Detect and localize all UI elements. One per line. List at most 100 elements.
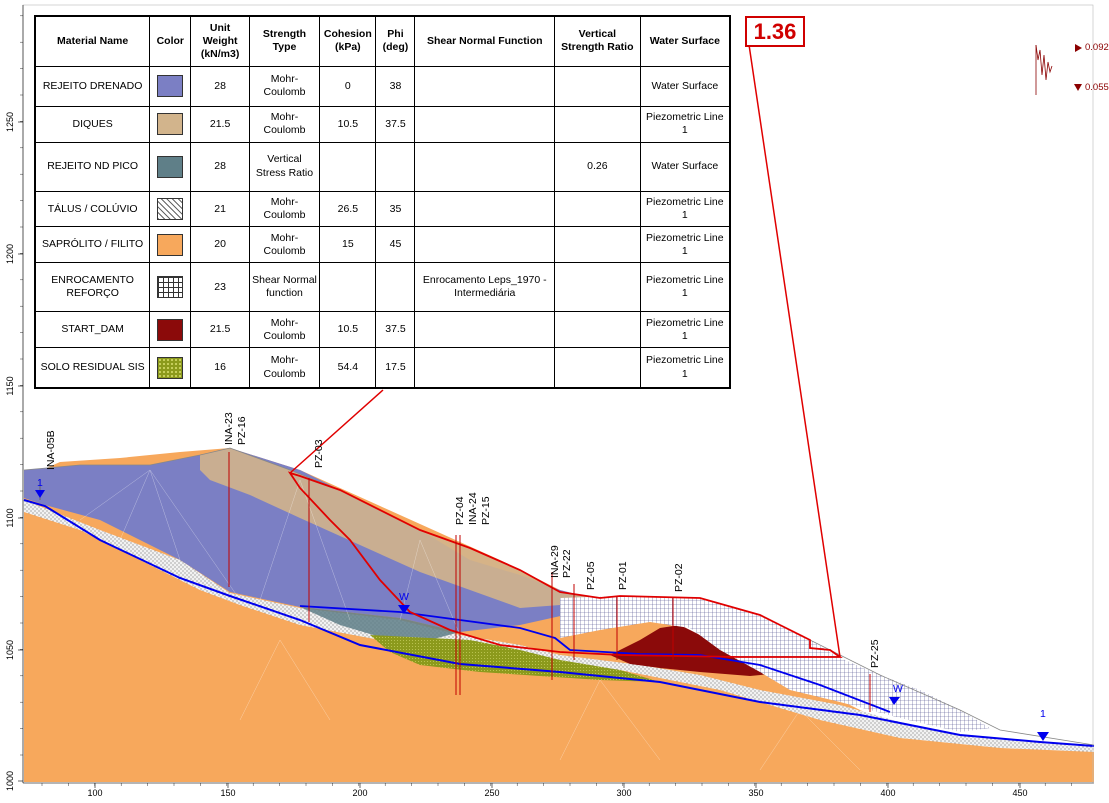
cell-phi bbox=[375, 262, 416, 313]
cell-name: DIQUES bbox=[34, 105, 151, 143]
cell-name: START_DAM bbox=[34, 311, 151, 349]
cell-unit-weight: 16 bbox=[190, 347, 250, 389]
cell-unit-weight: 20 bbox=[190, 226, 250, 264]
cell-shear-fn bbox=[414, 226, 556, 264]
materials-table: Material Name Color Unit Weight (kN/m3) … bbox=[34, 15, 731, 389]
cell-name: REJEITO DRENADO bbox=[34, 65, 151, 107]
cell-name: ENROCAMENTO REFORÇO bbox=[34, 262, 151, 313]
instrument-label: PZ-15 bbox=[480, 496, 492, 525]
header-cell: Vertical Strength Ratio bbox=[554, 15, 641, 67]
y-tick-label: 1150 bbox=[5, 376, 15, 395]
instrument-label: PZ-22 bbox=[561, 549, 573, 578]
header-cell: Water Surface bbox=[639, 15, 731, 67]
cell-name: TÁLUS / COLÚVIO bbox=[34, 190, 151, 228]
material-color-swatch bbox=[157, 75, 184, 98]
cell-color bbox=[149, 311, 192, 349]
instrument-label: INA-29 bbox=[549, 545, 561, 578]
cell-name: REJEITO ND PICO bbox=[34, 141, 151, 192]
x-tick-label: 350 bbox=[748, 788, 763, 798]
cell-phi: 37.5 bbox=[375, 311, 416, 349]
header-cell: Phi (deg) bbox=[375, 15, 416, 67]
cell-vsr: 0.26 bbox=[554, 141, 641, 192]
cell-vsr bbox=[554, 262, 641, 313]
cell-strength-type: Mohr-Coulomb bbox=[248, 311, 321, 349]
cell-cohesion: 10.5 bbox=[319, 311, 377, 349]
instrument-label: PZ-05 bbox=[585, 561, 597, 590]
fan-lines bbox=[79, 469, 861, 771]
x-tick-label: 250 bbox=[484, 788, 499, 798]
svg-text:1: 1 bbox=[1040, 708, 1046, 720]
factor-of-safety: 1.36 bbox=[745, 16, 805, 47]
cell-color bbox=[149, 105, 192, 143]
cell-shear-fn bbox=[414, 311, 556, 349]
cell-cohesion: 15 bbox=[319, 226, 377, 264]
cell-shear-fn bbox=[414, 105, 556, 143]
svg-text:W: W bbox=[399, 591, 409, 603]
cell-phi: 17.5 bbox=[375, 347, 416, 389]
cell-cohesion: 0 bbox=[319, 65, 377, 107]
y-tick-label: 1000 bbox=[5, 771, 15, 791]
y-tick-label: 1100 bbox=[5, 508, 15, 527]
cell-vsr bbox=[554, 347, 641, 389]
cell-water: Water Surface bbox=[639, 141, 731, 192]
x-tick-label: 200 bbox=[352, 788, 367, 798]
cell-phi: 35 bbox=[375, 190, 416, 228]
cell-cohesion: 26.5 bbox=[319, 190, 377, 228]
cell-strength-type: Mohr-Coulomb bbox=[248, 190, 321, 228]
cell-strength-type: Mohr-Coulomb bbox=[248, 65, 321, 107]
cell-strength-type: Shear Normal function bbox=[248, 262, 321, 313]
cell-water: Water Surface bbox=[639, 65, 731, 107]
cell-shear-fn bbox=[414, 141, 556, 192]
cell-vsr bbox=[554, 226, 641, 264]
header-cell: Shear Normal Function bbox=[414, 15, 556, 67]
instrument-label: INA-23 bbox=[223, 412, 235, 445]
cell-water: Piezometric Line 1 bbox=[639, 262, 731, 313]
cell-vsr bbox=[554, 65, 641, 107]
cell-shear-fn bbox=[414, 65, 556, 107]
cell-cohesion: 10.5 bbox=[319, 105, 377, 143]
cell-color bbox=[149, 262, 192, 313]
instrument-label: INA-24 bbox=[467, 492, 479, 525]
cell-shear-fn bbox=[414, 190, 556, 228]
cell-name: SAPRÓLITO / FILITO bbox=[34, 226, 151, 264]
cell-strength-type: Mohr-Coulomb bbox=[248, 105, 321, 143]
cell-shear-fn bbox=[414, 347, 556, 389]
cell-phi: 38 bbox=[375, 65, 416, 107]
cell-cohesion bbox=[319, 262, 377, 313]
cell-vsr bbox=[554, 190, 641, 228]
material-color-swatch bbox=[157, 198, 184, 221]
instrument-label: PZ-16 bbox=[236, 416, 248, 445]
instrument-label: PZ-01 bbox=[617, 561, 629, 590]
cell-strength-type: Mohr-Coulomb bbox=[248, 226, 321, 264]
material-color-swatch bbox=[157, 233, 184, 256]
material-color-swatch bbox=[157, 155, 184, 178]
seismic-horizontal-coefficient: 0.092 bbox=[1085, 42, 1109, 53]
cell-water: Piezometric Line 1 bbox=[639, 226, 731, 264]
cell-color bbox=[149, 190, 192, 228]
instrument-label: INA-05B bbox=[45, 430, 57, 470]
cell-phi bbox=[375, 141, 416, 192]
seismic-icon bbox=[1035, 44, 1053, 95]
material-color-swatch bbox=[157, 318, 184, 341]
header-cell: Unit Weight (kN/m3) bbox=[190, 15, 250, 67]
instrument-label: PZ-03 bbox=[313, 439, 325, 468]
instrument-label: PZ-02 bbox=[673, 563, 685, 592]
y-tick-label: 1250 bbox=[5, 112, 15, 132]
table-header-row: Material Name Color Unit Weight (kN/m3) … bbox=[34, 15, 731, 67]
cell-color bbox=[149, 141, 192, 192]
cell-strength-type: Mohr-Coulomb bbox=[248, 347, 321, 389]
instrument-lines bbox=[39, 452, 871, 712]
cell-phi: 37.5 bbox=[375, 105, 416, 143]
x-tick-label: 400 bbox=[880, 788, 895, 798]
